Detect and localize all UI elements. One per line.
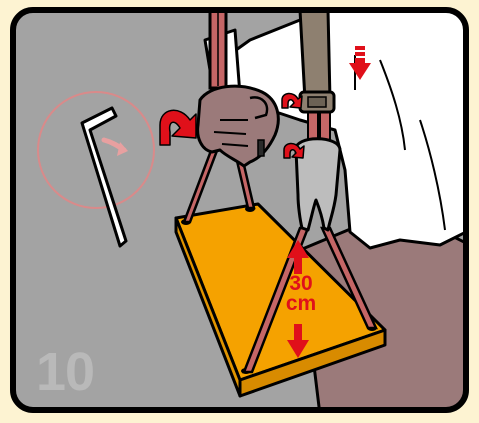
rotate-arrow-icon [159, 92, 305, 159]
swing-seat [174, 202, 387, 398]
left-upper-rope [208, 8, 228, 90]
hex-key-icon [37, 91, 155, 248]
left-hand [196, 84, 280, 168]
measurement-value: 30 [289, 272, 313, 295]
step-number: 10 [36, 342, 95, 402]
right-strap-assembly [294, 90, 342, 232]
down-arrow-icon [349, 46, 371, 80]
right-upper-strap [298, 8, 332, 102]
measurement-unit: cm [285, 292, 317, 315]
double-headed-arrow-icon [287, 240, 309, 358]
panel-border [10, 7, 469, 413]
